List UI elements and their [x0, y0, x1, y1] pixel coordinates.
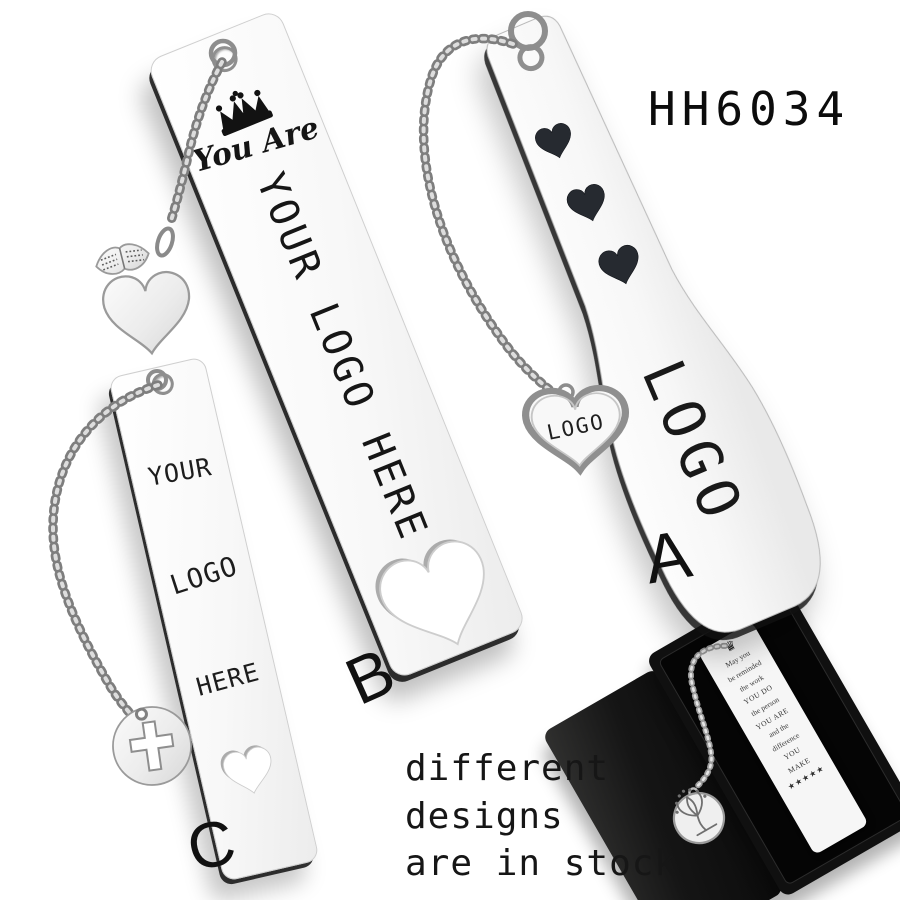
charm-hole	[134, 707, 148, 721]
bookmark-a: LOGO	[432, 0, 854, 659]
tree-of-life-charm-icon	[672, 788, 726, 845]
boxed-chain	[672, 642, 729, 845]
lobster-clasp-icon	[155, 226, 175, 258]
stock-note: different designs are in stock	[405, 745, 677, 888]
heart-icon	[598, 244, 639, 285]
book-charm-icon	[95, 243, 150, 275]
cross-cutout	[128, 720, 175, 772]
bookmark-c-hole	[149, 370, 176, 398]
bookmark-b-vertical-text: YOUR LOGO HERE	[246, 166, 437, 549]
paddle-shape	[486, 15, 821, 633]
bail-ring-icon	[557, 383, 575, 401]
crown-icon	[215, 89, 273, 137]
stock-note-line-2: designs	[405, 795, 564, 837]
bookmark-b: You Are YOUR LOGO HERE	[145, 8, 528, 681]
heart-cutout	[375, 539, 485, 646]
heart-cutout	[220, 745, 272, 794]
bookmark-b-hole	[207, 42, 242, 77]
heart-icon	[566, 184, 605, 222]
bookmark-c-line-1: YOUR	[145, 452, 215, 492]
cross-coin-charm-icon	[112, 706, 192, 786]
bookmark-c-line-3: HERE	[193, 657, 263, 702]
stock-note-line-3: are in stock	[405, 843, 678, 885]
bookmark-c-line-2: LOGO	[166, 550, 242, 602]
bookmark-c: YOUR LOGO HERE	[108, 356, 320, 882]
plain-heart-charm-icon	[102, 271, 191, 356]
product-code: HH6034	[648, 82, 851, 136]
gift-box: ♛ May you be reminded the work YOU DO th…	[524, 575, 900, 900]
stock-note-line-1: different	[405, 748, 610, 789]
